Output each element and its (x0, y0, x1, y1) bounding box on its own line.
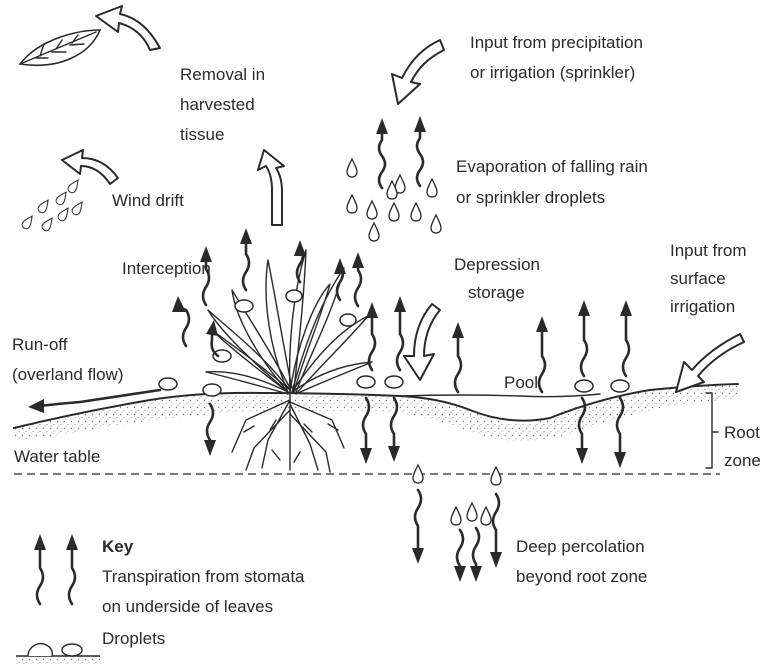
leaf-removal-arrow (96, 6, 160, 50)
removal-label: Removal in harvested tissue (180, 65, 270, 144)
root-zone-label-line2: zone (724, 451, 761, 470)
precipitation-label-line1: Input from precipitation (470, 33, 643, 52)
key-transpiration-line1: Transpiration from stomata (102, 567, 305, 586)
pool-label: Pool (504, 373, 538, 392)
wind-drift-label: Wind drift (112, 191, 184, 210)
root-zone-label-line1: Root (724, 423, 760, 442)
deep-percolation-arrows (412, 490, 502, 582)
wind-drift-arrow (62, 150, 118, 184)
depression-storage-arrow (404, 304, 440, 380)
key-transpiration-line2: on underside of leaves (102, 597, 273, 616)
water-table-label: Water table (14, 447, 100, 466)
key-transpiration-label: Transpiration from stomata on underside … (102, 567, 309, 616)
surface-irrigation-label: Input from surface irrigation (670, 241, 751, 316)
surface-irrigation-label-line2: surface (670, 269, 726, 288)
precipitation-label-line2: or irrigation (sprinkler) (470, 63, 635, 82)
harvest-removal-arrow (258, 150, 284, 225)
key-title: Key (102, 537, 134, 556)
plant (206, 250, 372, 472)
depression-label-line2: storage (468, 283, 525, 302)
runoff-label-line1: Run-off (12, 335, 68, 354)
root-zone-label: Root zone (724, 423, 765, 470)
depression-label: Depression storage (454, 255, 545, 302)
surface-irrigation-label-line1: Input from (670, 241, 747, 260)
precipitation-label: Input from precipitation or irrigation (… (470, 33, 648, 82)
removal-label-line3: tissue (180, 125, 224, 144)
evaporation-label-line1: Evaporation of falling rain (456, 157, 648, 176)
precipitation-input-arrow (392, 40, 444, 104)
runoff-label-line2: (overland flow) (12, 365, 124, 384)
key-droplets-label: Droplets (102, 629, 165, 648)
evaporation-label-line2: or sprinkler droplets (456, 188, 605, 207)
removal-label-line2: harvested (180, 95, 255, 114)
deep-percolation-label-line2: beyond root zone (516, 567, 647, 586)
evaporation-label: Evaporation of falling rain or sprinkler… (456, 157, 653, 207)
falling-droplets (347, 159, 441, 241)
leaf-icon (20, 30, 100, 65)
key-droplets-symbol (16, 644, 100, 664)
root-zone-bracket (706, 393, 718, 468)
deep-percolation-label-line1: Deep percolation (516, 537, 645, 556)
runoff-label: Run-off (overland flow) (12, 335, 124, 384)
key-transpiration-symbol (34, 534, 78, 604)
ground-surface (14, 384, 738, 441)
interception-label: Interception (122, 259, 211, 278)
deep-percolation-label: Deep percolation beyond root zone (516, 537, 649, 586)
depression-label-line1: Depression (454, 255, 540, 274)
surface-irrigation-label-line3: irrigation (670, 297, 735, 316)
wind-drift-droplets (21, 178, 86, 232)
removal-label-line1: Removal in (180, 65, 265, 84)
